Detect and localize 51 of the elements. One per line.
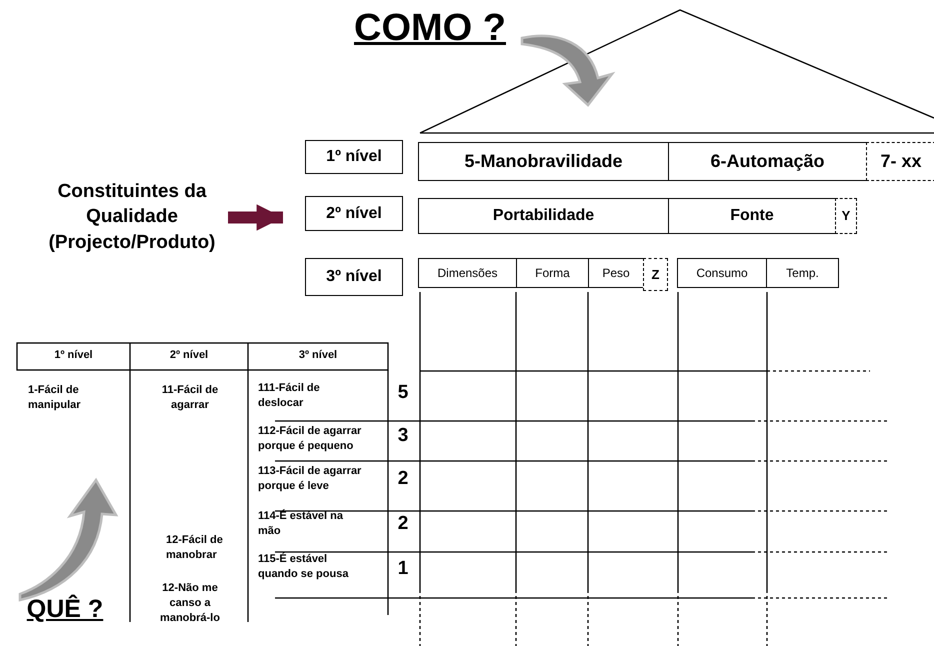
- node-text: Y: [842, 207, 850, 225]
- table-cell-text: 11-Fácil de agarrar: [160, 383, 220, 413]
- column-header: 1º nível: [53, 348, 94, 363]
- node-text: 5-Manobravilidade: [464, 150, 623, 174]
- node-text: Temp.: [786, 264, 819, 282]
- header-box: [588, 258, 644, 288]
- node-text: Fonte: [730, 206, 774, 226]
- node-text: 3º nível: [326, 267, 382, 288]
- header-box: [668, 142, 867, 181]
- dashed-header-box: [643, 258, 668, 291]
- node-text: 1º nível: [326, 147, 382, 168]
- table-cell-text: 113-Fácil de agarrar porque é leve: [258, 464, 362, 494]
- importance-score: 2: [396, 469, 410, 490]
- importance-score: 2: [396, 514, 410, 535]
- importance-score: 3: [396, 426, 410, 447]
- table-cell-text: 114-É estável na mão: [258, 509, 344, 539]
- header-box: [305, 196, 403, 231]
- column-header: 3º nível: [298, 348, 338, 363]
- table-cell-text: 12-Não me canso a manobrá-lo: [159, 581, 221, 626]
- header-box: [305, 258, 403, 296]
- node-text: 2º nível: [326, 204, 382, 224]
- dashed-header-box: [866, 142, 934, 181]
- node-text: 7- xx: [880, 150, 922, 174]
- node-text: Consumo: [696, 264, 748, 282]
- block-arrow: [228, 204, 283, 231]
- header-box: [418, 258, 517, 288]
- heading: COMO ?: [353, 8, 507, 50]
- table-cell-text: 111-Fácil de deslocar: [258, 381, 321, 411]
- node-text: 6-Automação: [710, 150, 825, 174]
- header-box: [305, 140, 403, 174]
- node-text: Dimensões: [437, 264, 498, 282]
- node-text: Constituintes da Qualidade (Projecto/Produto): [48, 180, 216, 255]
- header-box: [516, 258, 589, 288]
- node-text: Forma: [535, 264, 570, 282]
- header-box: [677, 258, 767, 288]
- header-box: [418, 142, 669, 181]
- node-text: Peso: [602, 264, 630, 282]
- table-cell-text: 1-Fácil de manipular: [28, 383, 82, 413]
- header-box: [668, 198, 836, 234]
- table-cell-text: 115-É estável quando se pousa: [258, 552, 350, 582]
- header-box: [418, 198, 669, 234]
- importance-score: 1: [396, 559, 410, 580]
- heading: QUÊ ?: [26, 596, 104, 624]
- importance-score: 5: [396, 383, 410, 404]
- node-text: Z: [652, 266, 660, 284]
- table-cell-text: 112-Fácil de agarrar porque é pequeno: [258, 424, 362, 454]
- column-header: 2º nível: [168, 348, 210, 363]
- header-box: [766, 258, 839, 288]
- dashed-header-box: [835, 198, 857, 234]
- node-text: Portabilidade: [492, 206, 594, 226]
- table-cell-text: 12-Fácil de manobrar: [166, 533, 224, 563]
